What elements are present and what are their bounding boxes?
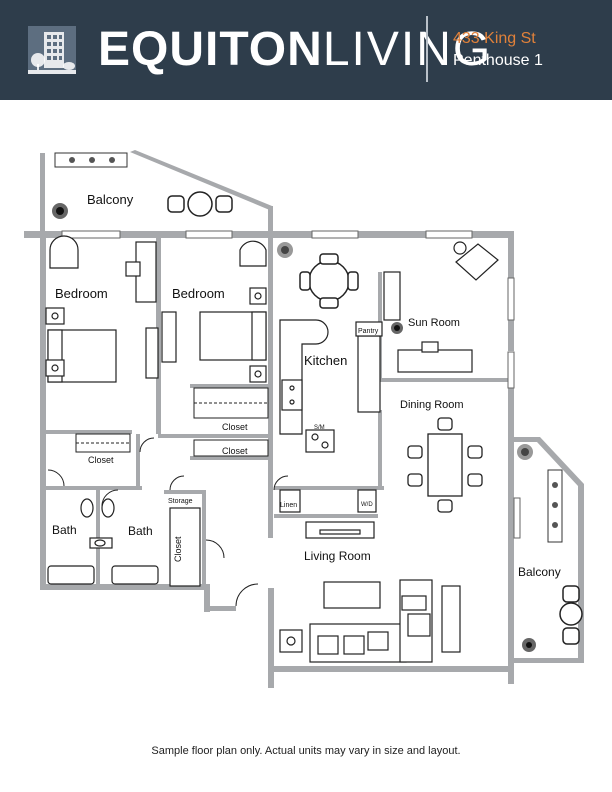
door-swings <box>47 437 289 607</box>
unit-name: Penthouse 1 <box>453 52 543 69</box>
plant-icons <box>52 203 536 652</box>
label-living-room: Living Room <box>304 549 371 563</box>
label-dining-room: Dining Room <box>400 399 464 411</box>
dining-table <box>407 417 483 513</box>
label-bedroom-right: Bedroom <box>172 286 225 301</box>
balcony-right-table-set <box>559 585 583 645</box>
building-tree-icon <box>28 26 76 74</box>
windows <box>61 230 521 539</box>
label-wd: W/D <box>361 502 373 508</box>
living-room-furniture <box>279 489 461 663</box>
bedroom-right-furniture <box>161 240 267 383</box>
kitchen-table <box>299 253 359 309</box>
label-closet-right-upper: Closet <box>222 422 248 432</box>
sun-room-furniture <box>383 241 499 373</box>
kitchen-fixtures <box>279 319 383 453</box>
bedroom-left-furniture <box>45 235 159 383</box>
header-bar: EQUITONLIVING 433 King St Penthouse 1 <box>0 0 612 100</box>
label-kitchen: Kitchen <box>304 353 347 368</box>
label-balcony-right: Balcony <box>518 565 561 579</box>
label-linen: Linen <box>280 502 297 509</box>
balcony-table-set <box>167 191 233 217</box>
label-balcony-top: Balcony <box>87 192 134 207</box>
room-labels: Balcony Bedroom Bedroom Kitchen Pantry S… <box>52 192 561 579</box>
label-bath-right: Bath <box>128 524 153 538</box>
disclaimer-text: Sample floor plan only. Actual units may… <box>151 745 461 757</box>
label-closet-right-lower: Closet <box>222 446 248 456</box>
label-closet-left: Closet <box>88 455 114 465</box>
brand-secondary: LIVING <box>322 23 493 76</box>
label-sm: S/M <box>314 425 325 431</box>
planter-right <box>547 469 563 543</box>
bath-fixtures <box>47 498 201 587</box>
walls <box>24 150 584 688</box>
closet-shelves <box>75 387 269 457</box>
address: 433 King St <box>453 30 536 47</box>
floor-plan: Balcony Bedroom Bedroom Kitchen Pantry S… <box>24 150 584 688</box>
label-sun-room: Sun Room <box>408 317 460 329</box>
brand-primary: EQUITON <box>98 23 323 76</box>
planter-top <box>54 152 128 168</box>
label-storage: Storage <box>168 498 193 505</box>
label-bath-left: Bath <box>52 523 77 537</box>
label-bedroom-left: Bedroom <box>55 286 108 301</box>
brand-logo: EQUITONLIVING <box>98 22 492 78</box>
label-closet-vertical: Closet <box>173 536 183 562</box>
label-pantry: Pantry <box>358 328 379 335</box>
header-divider <box>426 16 428 82</box>
